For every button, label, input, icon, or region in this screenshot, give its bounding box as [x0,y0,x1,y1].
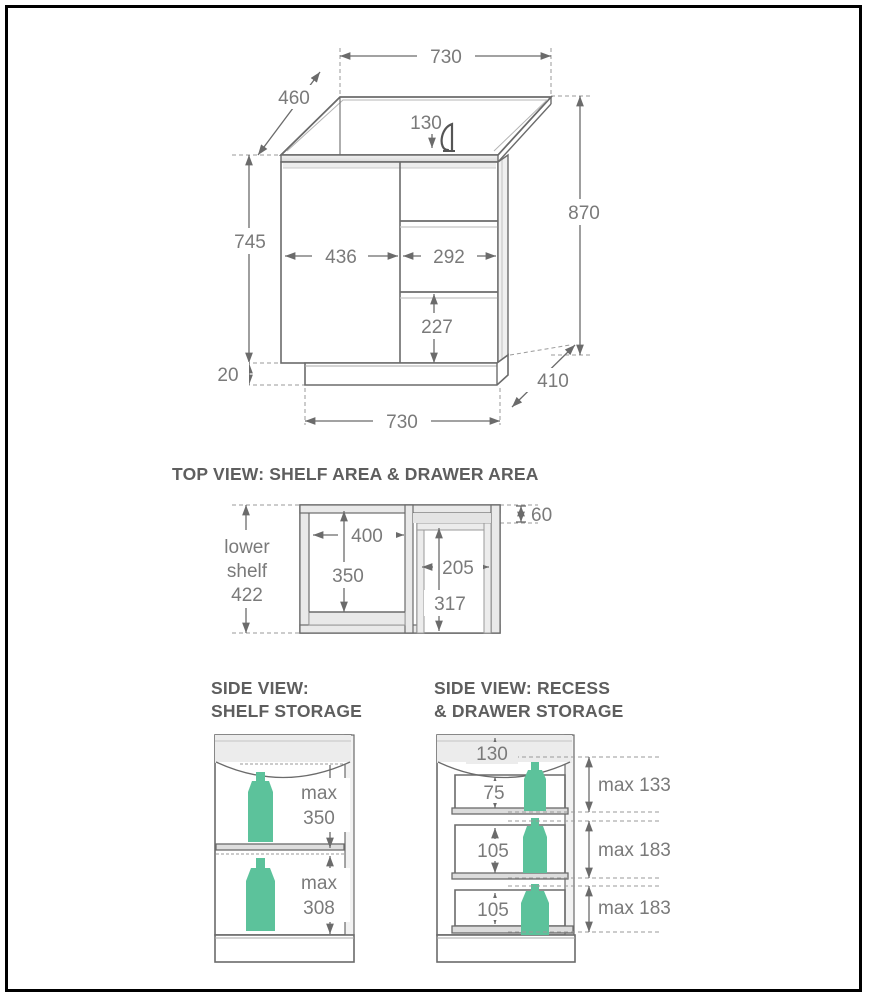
cabinet-plinth [304,353,509,386]
faucet-icon [440,122,455,153]
dim-label-205: 205 [442,558,474,579]
dim-label-max-308-value: 308 [303,898,335,919]
dim-base-730: 730 [305,409,500,433]
top-view-section: TOP VIEW: SHELF AREA & DRAWER AREA lower… [172,464,552,634]
bottle-icon-upper-shelf [248,772,273,842]
side-view-shelf-section: SIDE VIEW: SHELF STORAGE [211,678,362,963]
top-view-title: TOP VIEW: SHELF AREA & DRAWER AREA [172,464,539,484]
dim-label-max-350-value: 350 [303,808,335,829]
main-perspective-view: 730 460 [209,44,605,433]
dim-drawer1-75: 75 [474,777,516,808]
drawer-cabinet-outline [436,734,576,963]
dim-label-max-350-prefix: max [301,783,337,804]
dim-label-130-side: 130 [476,744,508,765]
dim-width-730-top: 730 [340,44,551,68]
side-shelf-title-line1: SIDE VIEW: [211,678,309,698]
dim-label-max-133: max 133 [598,775,671,796]
dim-widths-front: 436 292 [285,244,496,268]
dim-plinth-20: 20 [209,362,253,386]
dim-label-730-base: 730 [386,412,418,433]
label-lower-shelf-line2: shelf [227,561,268,582]
dim-max-350: max 350 [288,765,350,848]
dim-label-317: 317 [434,594,466,615]
dim-label-410: 410 [537,371,569,392]
dim-label-745: 745 [234,232,266,253]
dim-label-max-308-prefix: max [301,873,337,894]
witness-lines-top [232,504,538,634]
witness-lines-drawer [508,756,660,933]
dim-depth-460: 460 [257,71,322,156]
dim-label-436: 436 [325,247,357,268]
label-lower-shelf-line3: 422 [231,585,263,606]
label-lower-shelf-line1: lower [224,537,270,558]
dim-max-308: max 308 [288,856,350,934]
dim-top-60: 60 [516,505,552,526]
dim-label-292: 292 [433,247,465,268]
side-shelf-title-line2: SHELF STORAGE [211,701,362,721]
dim-label-730-top: 730 [430,47,462,68]
dim-drawer-227: 227 [410,294,464,363]
dim-max-133: max 133 [585,757,671,812]
bottle-icon-drawer-column [521,762,549,935]
dim-drawer2-105: 105 [466,828,520,873]
dim-top-350: 350 [321,511,377,612]
side-drawer-title-line1: SIDE VIEW: RECESS [434,678,610,698]
bottle-icon-lower-shelf [246,858,275,931]
dim-label-60: 60 [531,505,552,526]
dim-label-20: 20 [217,365,238,386]
dim-label-460: 460 [278,88,310,109]
dim-label-130: 130 [410,113,442,134]
dim-label-105-mid: 105 [477,841,509,862]
dim-label-105-bottom: 105 [477,900,509,921]
dim-label-max-183-mid: max 183 [598,840,671,861]
side-view-drawer-section: SIDE VIEW: RECESS & DRAWER STORAGE [434,678,671,963]
shelf-cabinet-outline [214,734,355,963]
dim-recess-130: 130 [402,110,455,153]
side-drawer-title-line2: & DRAWER STORAGE [434,701,624,721]
dim-max-183-bottom: max 183 [585,886,671,932]
dim-label-350: 350 [332,566,364,587]
dim-label-227: 227 [421,317,453,338]
drawer-fronts [400,220,498,299]
dim-label-75: 75 [483,783,504,804]
dim-recess-130-side: 130 [466,738,518,765]
dim-lower-shelf-422: lower shelf 422 [211,505,283,633]
dim-label-400: 400 [351,526,383,547]
dim-height-870: 870 [559,96,605,355]
dim-drawer3-105: 105 [466,893,520,924]
dim-top-317: 317 [424,528,476,631]
dim-max-183-mid: max 183 [585,821,671,878]
dim-height-745: 745 [226,155,274,363]
dim-label-max-183-bottom: max 183 [598,898,671,919]
dim-label-870: 870 [568,203,600,224]
dim-depth-410: 410 [511,344,581,408]
